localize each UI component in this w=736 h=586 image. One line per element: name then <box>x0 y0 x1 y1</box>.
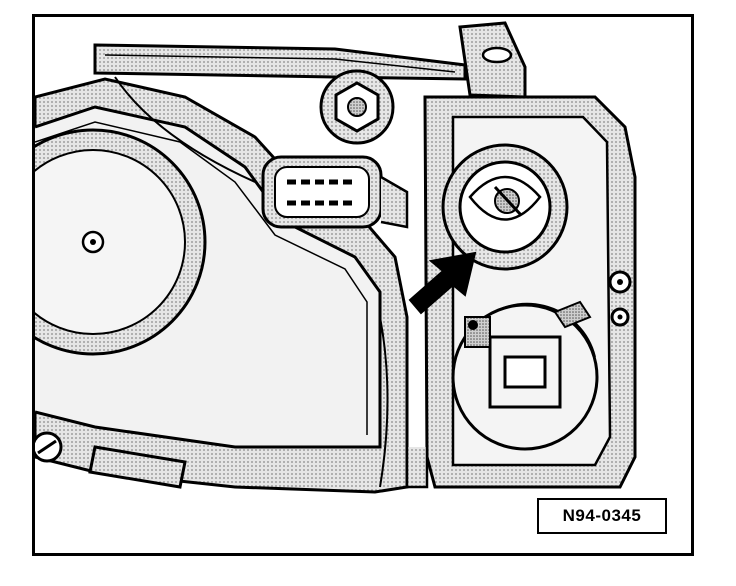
electrical-connector <box>261 155 409 229</box>
gear-sensor <box>451 300 599 451</box>
throttle-body-illustration <box>35 21 637 494</box>
hex-bolt <box>319 69 395 145</box>
figure-reference-box: N94-0345 <box>537 498 667 534</box>
pointer-arrow <box>408 251 477 315</box>
top-bracket <box>93 43 467 81</box>
housing-screw <box>35 431 63 463</box>
bottom-tab <box>88 445 187 489</box>
figure-frame: N94-0345 <box>32 14 694 556</box>
throttle-bore <box>441 143 569 271</box>
figure-reference-code: N94-0345 <box>562 506 642 525</box>
wire <box>114 76 256 183</box>
